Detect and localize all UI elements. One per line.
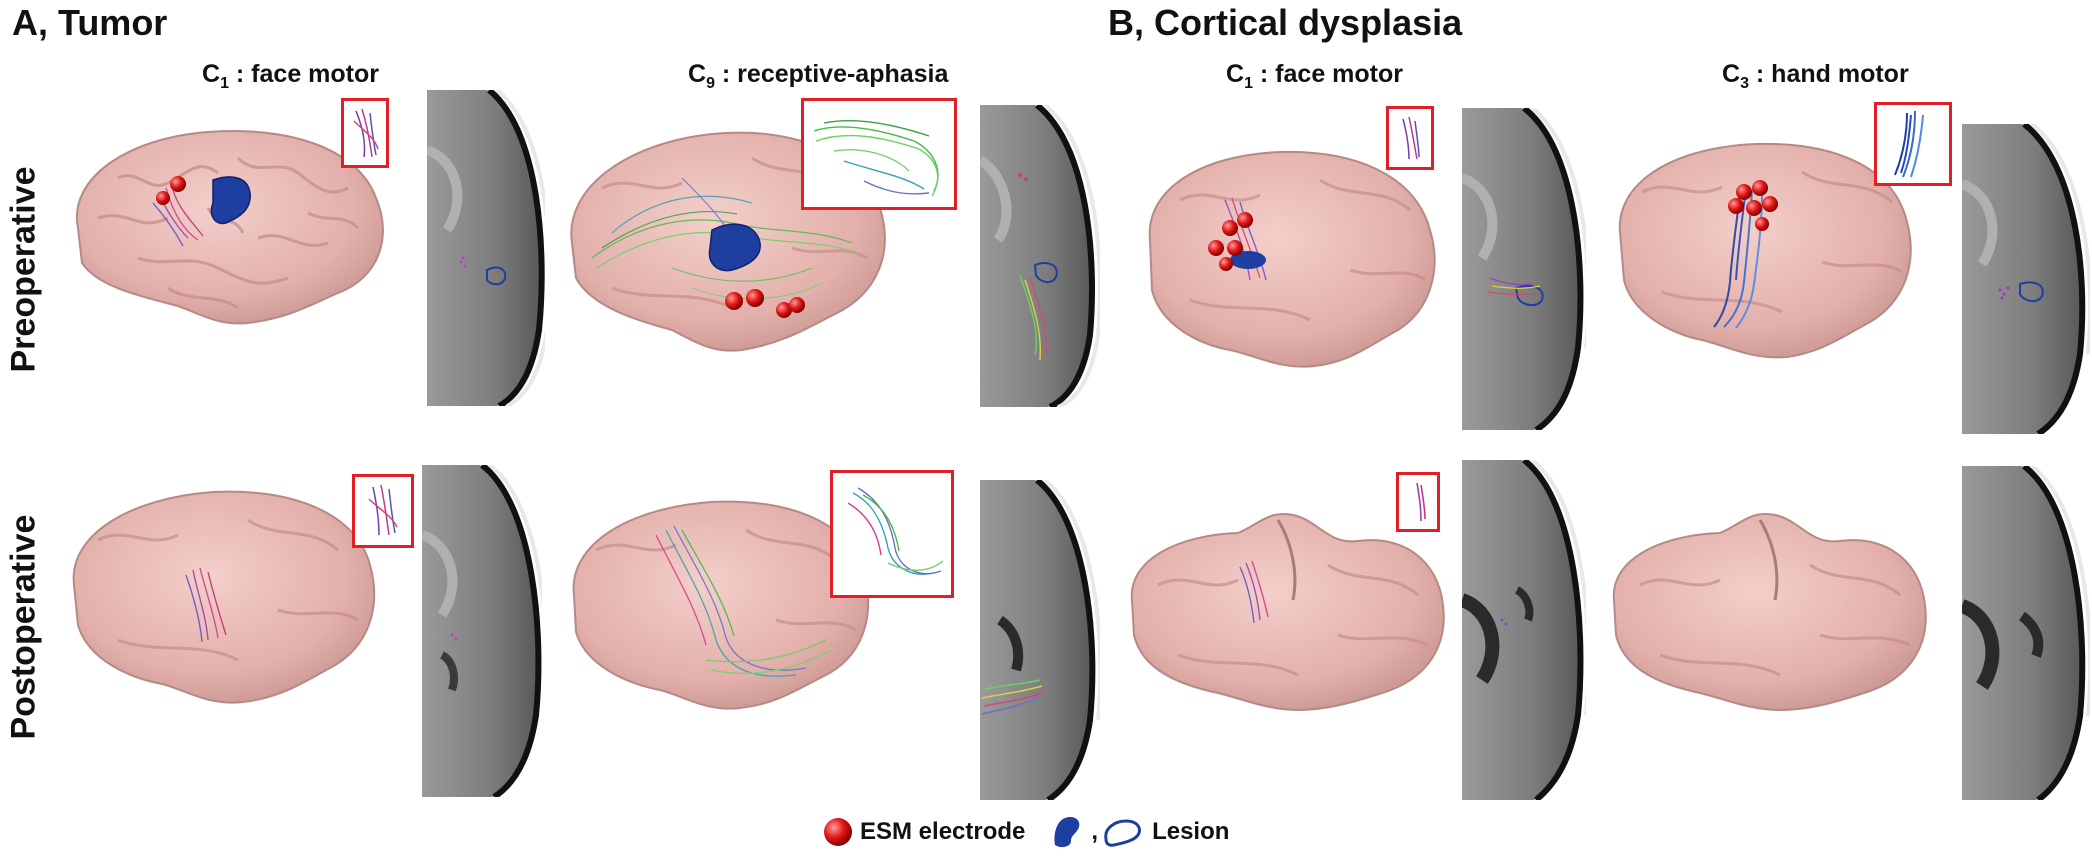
mri-slice-cd-c1-post bbox=[1462, 460, 1586, 800]
brain-render-tumor-c1-post bbox=[72, 490, 376, 704]
tract-inset-cd-c1-post bbox=[1396, 472, 1440, 532]
section-title-cortical-dysplasia: B, Cortical dysplasia bbox=[1108, 2, 1463, 43]
tract-inset-tumor-c1-pre bbox=[341, 98, 389, 168]
tract-inset-cd-c1-pre bbox=[1386, 106, 1434, 170]
column-title-c3-hand-motor: C3 : hand motor bbox=[1722, 60, 1909, 92]
tract-inset-tumor-c9-pre bbox=[801, 98, 957, 210]
esm-electrode-icon bbox=[824, 818, 852, 846]
brain-render-tumor-c1-pre bbox=[75, 130, 384, 325]
mri-slice-cd-c3-post bbox=[1962, 466, 2090, 800]
tract-inset-cd-c3-pre bbox=[1874, 102, 1952, 186]
column-title-c1-face-motor-a: C1 : face motor bbox=[202, 60, 379, 92]
brain-render-cd-c3-post bbox=[1612, 513, 1927, 712]
tract-inset-tumor-c9-post bbox=[830, 470, 954, 598]
legend-electrode-label: ESM electrode bbox=[860, 818, 1026, 845]
brain-render-cd-c1-pre bbox=[1148, 150, 1436, 368]
legend-separator: , bbox=[1091, 818, 1099, 845]
mri-slice-tumor-c1-pre bbox=[427, 90, 545, 406]
row-label-preoperative: Preoperative bbox=[4, 166, 43, 373]
legend-lesion-label: Lesion bbox=[1152, 818, 1230, 845]
row-label-postoperative: Postoperative bbox=[4, 514, 43, 740]
brain-render-cd-c1-post bbox=[1130, 513, 1445, 712]
mri-slice-tumor-c1-post bbox=[422, 465, 542, 797]
section-title-tumor: A, Tumor bbox=[12, 2, 168, 43]
column-title-c1-face-motor-b: C1 : face motor bbox=[1226, 60, 1403, 92]
mri-slice-cd-c3-pre bbox=[1962, 124, 2090, 434]
mri-slice-tumor-c9-post bbox=[980, 480, 1100, 800]
lesion-solid-icon bbox=[1054, 817, 1080, 848]
mri-slice-tumor-c9-pre bbox=[980, 105, 1100, 407]
brain-render-cd-c3-pre bbox=[1618, 142, 1912, 359]
legend: ESM electrode , Lesion bbox=[822, 815, 1229, 849]
mri-slice-cd-c1-pre bbox=[1462, 108, 1586, 430]
brain-render-tumor-c9-post bbox=[572, 500, 870, 710]
tract-inset-tumor-c1-post bbox=[352, 474, 414, 548]
lesion-outline-icon bbox=[1104, 819, 1142, 847]
column-title-c9-receptive-aphasia: C9 : receptive-aphasia bbox=[688, 60, 949, 92]
